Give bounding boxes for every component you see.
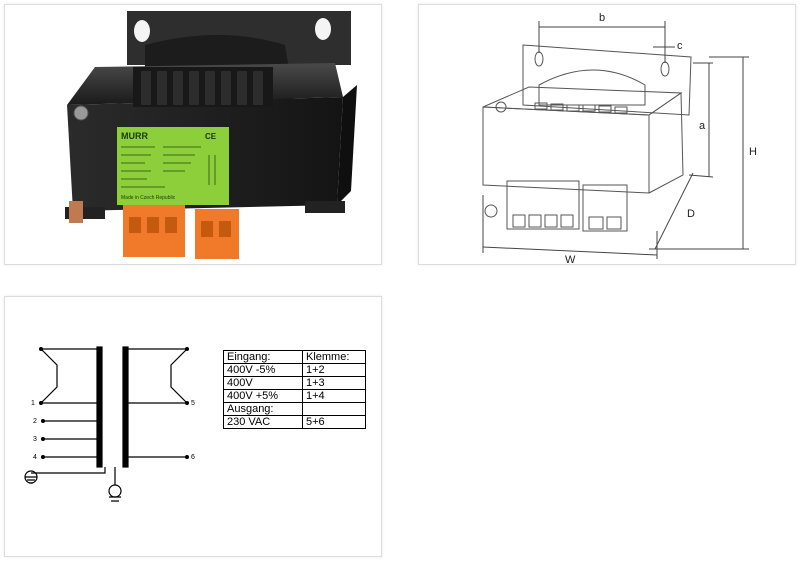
front-face	[482, 106, 650, 194]
terminal-label-2: 2	[33, 418, 37, 425]
table-cell: 400V	[223, 376, 303, 390]
ce-mark: CE	[205, 132, 217, 141]
dim-label-w: W	[565, 254, 576, 264]
table-row: 400V 1+3	[223, 376, 366, 390]
table-cell: Ausgang:	[223, 402, 303, 416]
top-terminals	[534, 102, 628, 114]
wiring-diagram-panel: 1 2 3 4 5 6 Eingang: Klemme: 400V -5% 1+…	[4, 296, 382, 557]
dim-label-h: H	[749, 146, 757, 158]
dim-label-c: c	[677, 40, 683, 52]
bracket-hole-left	[534, 51, 544, 67]
dim-label-a: a	[699, 120, 706, 132]
table-cell: 230 VAC	[223, 415, 303, 429]
ground-bolt	[73, 105, 89, 121]
mount-hole-left	[134, 20, 150, 42]
ground-lines	[25, 476, 37, 484]
ground-lug	[69, 201, 83, 223]
core-bar-left	[96, 346, 103, 468]
bottom-terminal-blocks	[506, 180, 628, 232]
table-cell: 1+4	[302, 389, 366, 403]
ground-line	[31, 467, 106, 474]
table-row: Ausgang:	[223, 402, 366, 416]
table-header-cell: Eingang:	[223, 350, 303, 364]
rating-label	[117, 127, 229, 205]
product-photo-panel: MURR CE Made in Czech Republic	[4, 4, 382, 265]
table-cell	[302, 402, 366, 416]
origin-text: Made in Czech Republic	[121, 195, 176, 201]
secondary-upper-lead	[128, 348, 189, 404]
terminal-label-6: 6	[191, 454, 195, 461]
top-face	[482, 86, 683, 116]
ground-screw	[484, 204, 498, 218]
top-terminal-strip	[133, 67, 273, 107]
core-bar-right	[122, 346, 129, 468]
table-row: Eingang: Klemme:	[223, 350, 366, 364]
dimension-lines	[482, 21, 749, 259]
side-face	[648, 92, 684, 194]
primary-upper-lead	[40, 348, 97, 404]
table-row: 400V +5% 1+4	[223, 389, 366, 403]
dimension-drawing-panel: b c a H D W	[418, 4, 796, 265]
table-cell: 400V -5%	[223, 363, 303, 377]
bracket-hole-right	[660, 61, 670, 77]
dim-label-b: b	[599, 12, 605, 24]
table-cell: 1+2	[302, 363, 366, 377]
terminal-dots	[39, 347, 189, 459]
shield-symbol	[108, 484, 122, 498]
secondary-terminal-block	[195, 209, 239, 259]
brand-text: MURR	[121, 131, 148, 141]
table-row: 400V -5% 1+2	[223, 363, 366, 377]
top-bolt	[495, 101, 507, 113]
table-row: 230 VAC 5+6	[223, 415, 366, 429]
terminal-label-4: 4	[33, 454, 37, 461]
table-cell: 1+3	[302, 376, 366, 390]
terminal-table: Eingang: Klemme: 400V -5% 1+2 400V 1+3 4…	[223, 350, 366, 429]
wiring-schematic: 1 2 3 4 5 6	[24, 346, 195, 502]
terminal-label-5: 5	[191, 400, 195, 407]
bracket-outline	[522, 44, 692, 116]
terminal-label-3: 3	[33, 436, 37, 443]
mount-hole-right	[315, 18, 331, 40]
shield-lines	[109, 496, 121, 502]
primary-terminal-block	[123, 205, 185, 257]
transformer-photo: MURR CE Made in Czech Republic	[65, 11, 357, 259]
label-text-lines	[121, 146, 216, 188]
coil-outline	[538, 69, 646, 106]
terminal-label-1: 1	[31, 400, 35, 407]
table-cell: 400V +5%	[223, 389, 303, 403]
housing-side	[337, 85, 357, 205]
table-header-cell: Klemme:	[302, 350, 366, 364]
foot-right	[305, 201, 345, 213]
dimension-drawing: b c a H D W	[482, 12, 757, 264]
table-cell: 5+6	[302, 415, 366, 429]
dim-label-d: D	[687, 208, 695, 220]
